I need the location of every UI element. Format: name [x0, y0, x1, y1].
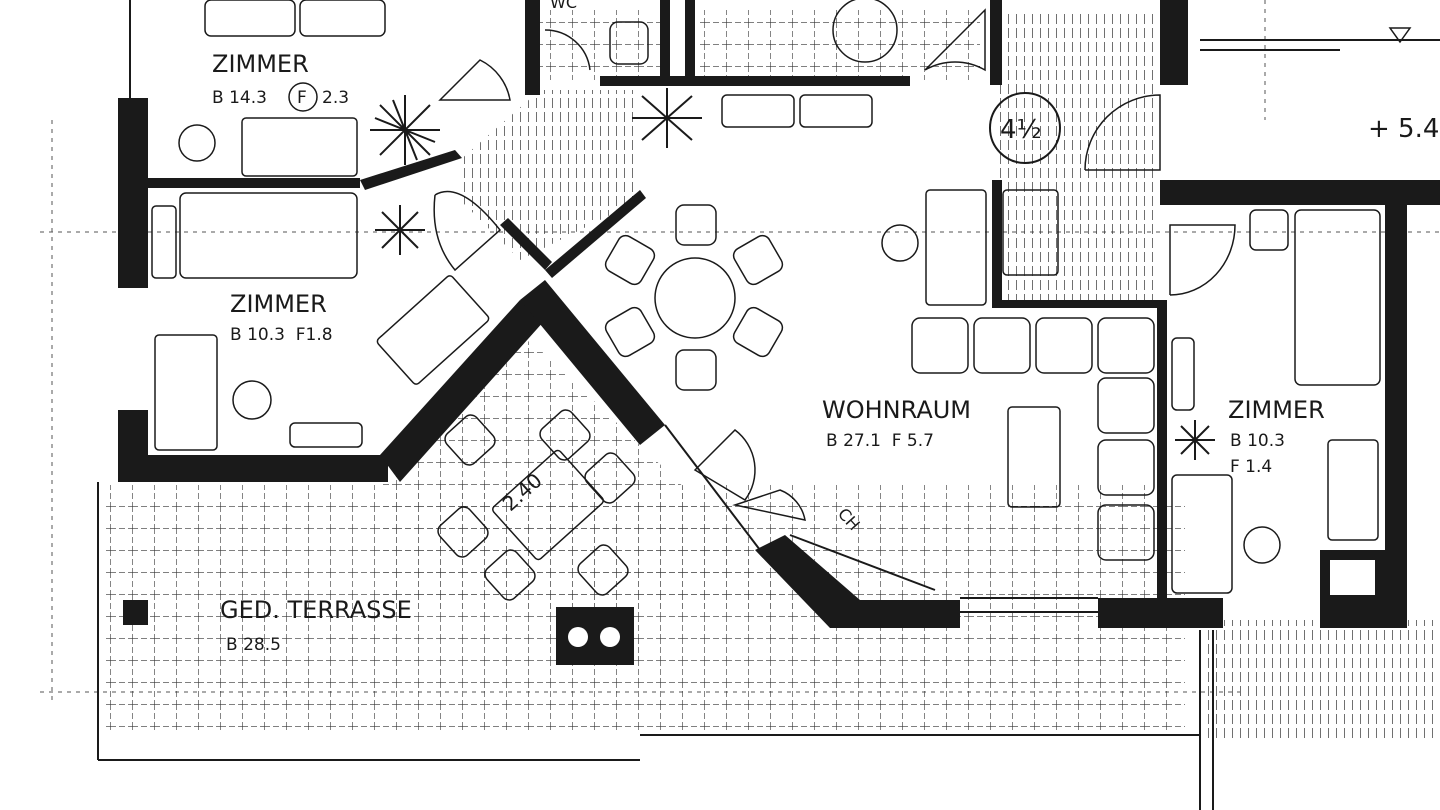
room-dims: B 10.3: [1230, 431, 1285, 451]
terrace-tiles: [105, 10, 1440, 740]
plant-icon: [375, 205, 425, 255]
plant-icon: [1175, 420, 1215, 460]
room-dims: B 10.3 F1.8: [230, 325, 333, 345]
plant-icon: [370, 95, 440, 165]
level-marker-icon: [1388, 27, 1412, 44]
furniture: [151, 0, 1381, 601]
room-f-value: 2.3: [322, 88, 349, 108]
doors: [433, 8, 1236, 521]
room-name: ZIMMER: [1228, 396, 1325, 424]
room-name: ZIMMER: [230, 290, 327, 318]
room-name: WOHNRAUM: [822, 396, 971, 424]
room-name: GED. TERRASSE: [220, 596, 412, 624]
labels: ZIMMER B 14.3 F 2.3 ZIMMER B 10.3 F1.8 W…: [212, 0, 1439, 655]
wc-label: WC: [550, 0, 577, 12]
unit-badge: [989, 92, 1061, 164]
level-label: + 5.4: [1368, 114, 1439, 144]
room-dims: B 28.5: [226, 635, 281, 655]
plant-icons: [370, 88, 1215, 460]
room-name: ZIMMER: [212, 50, 309, 78]
room-dims: B 27.1 F 5.7: [826, 431, 934, 451]
f-badge: [288, 82, 318, 112]
room-f-label: F: [297, 88, 307, 108]
outline-lines: [97, 0, 1440, 810]
unit-label: 4½: [1000, 115, 1042, 145]
room-dims: B 14.3: [212, 88, 267, 108]
room-dims: F 1.4: [1230, 457, 1272, 477]
walls: [118, 0, 1440, 665]
plant-icon: [632, 88, 702, 148]
